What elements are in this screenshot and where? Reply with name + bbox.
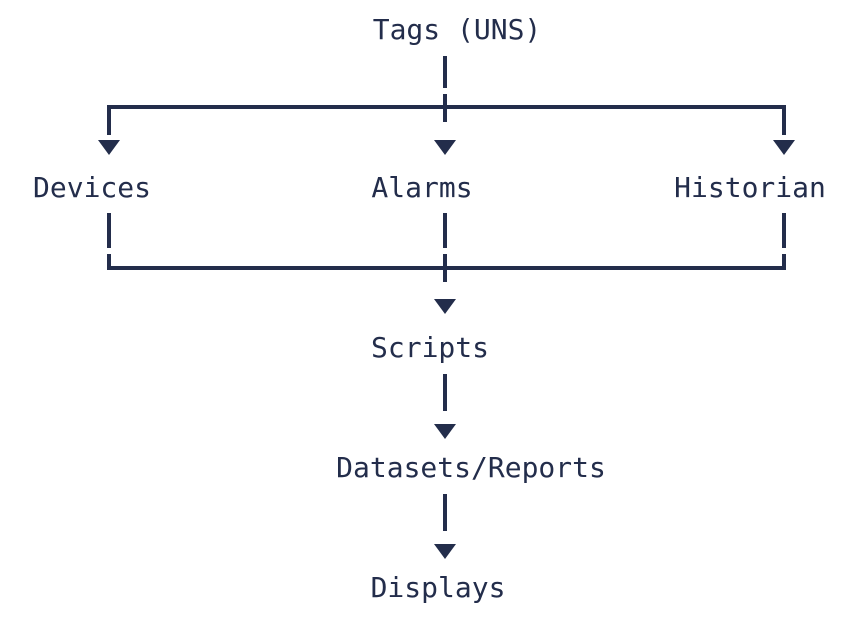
node-datasets-reports: Datasets/Reports	[336, 451, 606, 484]
edge-devices-stem-lower	[107, 254, 111, 270]
node-tags: Tags (UNS)	[372, 13, 542, 46]
arrowhead-to-datasets	[434, 424, 456, 439]
node-displays: Displays	[370, 571, 506, 604]
node-alarms: Alarms	[371, 171, 473, 204]
edge-split-bar	[107, 105, 786, 109]
edge-alarms-stem	[443, 213, 447, 248]
arrowhead-to-devices	[98, 140, 120, 155]
edge-merge-bar	[107, 266, 786, 270]
node-scripts: Scripts	[370, 331, 490, 364]
edge-split-right-drop	[782, 105, 786, 135]
arrowhead-to-historian	[773, 140, 795, 155]
arrowhead-to-displays	[434, 544, 456, 559]
arrowhead-to-scripts	[434, 299, 456, 314]
arrowhead-to-alarms	[434, 140, 456, 155]
edge-datasets-to-displays	[443, 494, 447, 531]
edge-historian-stem-lower	[782, 254, 786, 270]
edge-scripts-to-datasets	[443, 374, 447, 411]
edge-tags-stem	[443, 56, 447, 88]
edge-devices-stem	[107, 213, 111, 248]
node-devices: Devices	[32, 171, 152, 204]
edge-historian-stem	[782, 213, 786, 248]
node-historian: Historian	[674, 171, 826, 204]
edge-split-left-drop	[107, 105, 111, 135]
